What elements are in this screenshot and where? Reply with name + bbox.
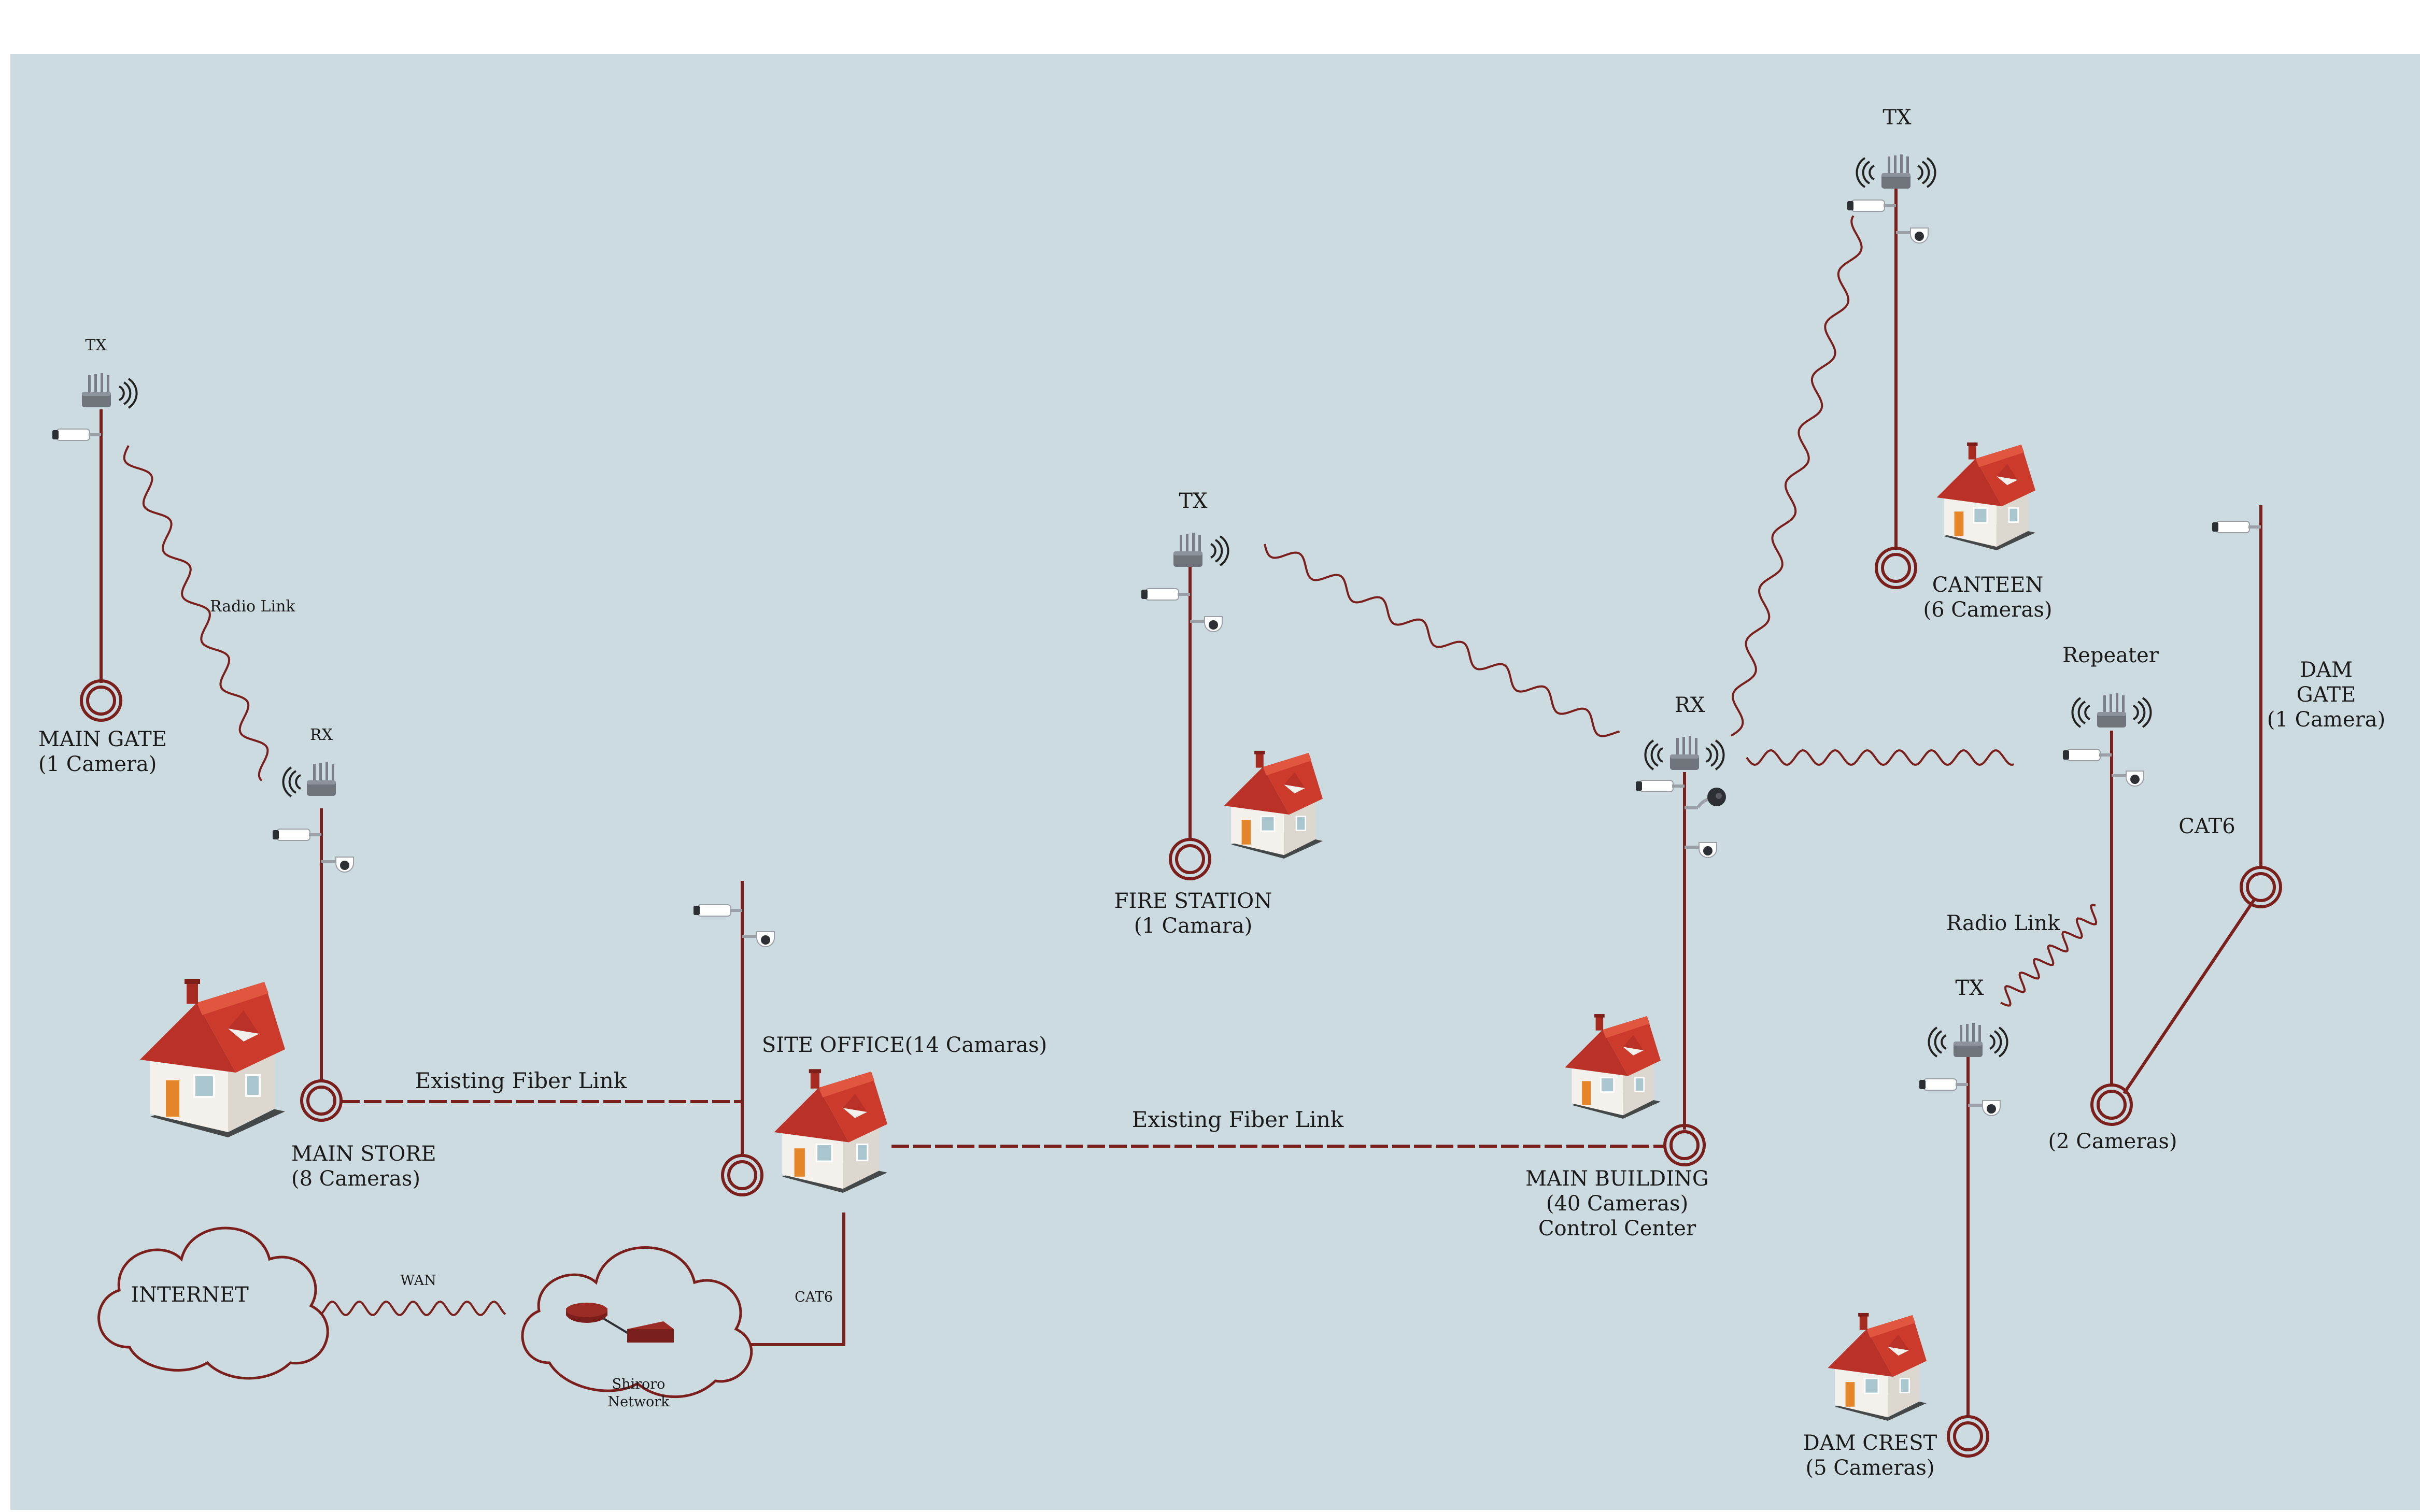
internet-label-line: INTERNET (131, 1283, 249, 1307)
cat6-label-2: CAT6 (2178, 815, 2235, 838)
repeater-site-label: (2 Cameras) (2048, 1130, 2177, 1153)
main-gate-label-line: (1 Camera) (38, 752, 157, 776)
tx-label-main-gate-line: TX (85, 336, 107, 354)
radio-link-label-2: Radio Link (1946, 911, 2060, 935)
tx-label-fire-station-line: TX (1179, 489, 1208, 513)
cat6-label-2-line: CAT6 (2178, 815, 2235, 838)
site-office-label-line: SITE OFFICE(14 Camaras) (762, 1033, 1047, 1057)
cloud-icon-internet (97, 1226, 329, 1380)
radio-link-fire-station-building (1264, 544, 1620, 737)
radio-link-main-gate-store (123, 445, 269, 781)
rx-label-main-building: RX (1675, 693, 1705, 717)
shiroro-network-label-line: Shiroro (612, 1376, 666, 1392)
radio-link-label-2-line: Radio Link (1946, 911, 2060, 935)
background-panel (10, 54, 2420, 1510)
rx-label-main-store-line: RX (310, 726, 333, 744)
cloud-icon-shiroro (521, 1246, 753, 1399)
canteen-label-line: (6 Cameras) (1923, 598, 2053, 622)
main-building-label-line: MAIN BUILDING (1525, 1167, 1709, 1191)
dam-crest-label-line: DAM CREST (1803, 1431, 1937, 1455)
main-store-label-line: (8 Cameras) (291, 1167, 420, 1191)
radio-link-building-canteen (1730, 215, 1863, 737)
fire-station-label-line: FIRE STATION (1114, 889, 1272, 913)
radio-link-building-repeater (1746, 749, 2014, 766)
wan-label-line: WAN (400, 1273, 436, 1289)
radio-link-dam-crest-repeater (2000, 904, 2098, 1007)
radio-link-label-1-line: Radio Link (210, 597, 295, 616)
fiber-link-label-2: Existing Fiber Link (1132, 1107, 1344, 1132)
canteen-label-line: CANTEEN (1932, 573, 2044, 597)
rx-label-main-store: RX (310, 726, 333, 744)
main-building-label: MAIN BUILDING(40 Cameras)Control Center (1525, 1167, 1709, 1240)
site-office-label: SITE OFFICE(14 Camaras) (762, 1033, 1047, 1057)
fire-station-label: FIRE STATION(1 Camara) (1114, 889, 1272, 938)
main-gate-label-line: MAIN GATE (38, 728, 167, 751)
main-gate-label: MAIN GATE(1 Camera) (38, 728, 167, 776)
main-building-label-line: (40 Cameras) (1546, 1192, 1688, 1216)
dam-crest-label: DAM CREST(5 Cameras) (1803, 1431, 1937, 1480)
internet-label: INTERNET (131, 1283, 249, 1307)
fiber-link-label-1: Existing Fiber Link (415, 1068, 627, 1093)
router-icon (566, 1303, 674, 1343)
fiber-link-label-2-line: Existing Fiber Link (1132, 1107, 1344, 1132)
radio-link-label-1: Radio Link (210, 597, 295, 616)
rx-label-main-building-line: RX (1675, 693, 1705, 717)
tx-label-dam-crest: TX (1955, 976, 1984, 1000)
fiber-link-label-1-line: Existing Fiber Link (415, 1068, 627, 1093)
tx-label-canteen: TX (1883, 106, 1912, 130)
dam-gate-label-line: DAM (2300, 658, 2353, 682)
wan-label: WAN (400, 1273, 436, 1289)
shiroro-network-label-line: Network (607, 1394, 670, 1410)
dam-gate-label-line: (1 Camera) (2267, 708, 2385, 732)
dam-crest-label-line: (5 Cameras) (1806, 1456, 1935, 1480)
fire-station-label-line: (1 Camara) (1134, 914, 1253, 938)
cat6-label-1: CAT6 (795, 1289, 833, 1305)
canteen-label: CANTEEN(6 Cameras) (1923, 573, 2053, 622)
tx-label-canteen-line: TX (1883, 106, 1912, 130)
tx-label-dam-crest-line: TX (1955, 976, 1984, 1000)
tx-label-fire-station: TX (1179, 489, 1208, 513)
repeater-site-label-line: (2 Cameras) (2048, 1130, 2177, 1153)
repeater-label-line: Repeater (2062, 644, 2159, 667)
main-store-label: MAIN STORE(8 Cameras) (291, 1142, 436, 1191)
dam-gate-label-line: GATE (2297, 683, 2356, 707)
main-building-label-line: Control Center (1538, 1217, 1696, 1240)
cat6-diagonal-link (2122, 898, 2256, 1094)
tx-label-main-gate: TX (85, 336, 107, 354)
repeater-label: Repeater (2062, 644, 2159, 667)
main-store-label-line: MAIN STORE (291, 1142, 436, 1166)
cat6-label-1-line: CAT6 (795, 1289, 833, 1305)
